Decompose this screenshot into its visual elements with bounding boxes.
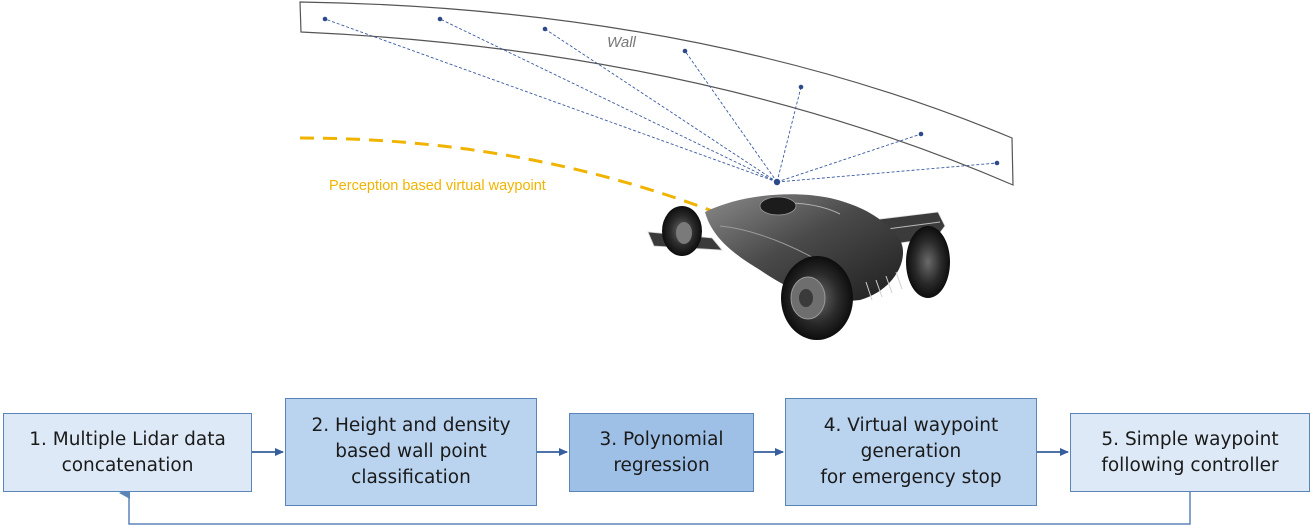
- wall-point: [994, 160, 1000, 166]
- step-4-virtual-waypoint-generation: 4. Virtual waypoint generation for emerg…: [785, 398, 1037, 506]
- wall-point: [682, 48, 688, 54]
- lidar-ray: [439, 18, 778, 183]
- step-5-label: 5. Simple waypoint following controller: [1101, 428, 1279, 476]
- lidar-ray: [324, 18, 778, 183]
- wall-point: [542, 26, 548, 32]
- lidar-ray: [544, 28, 778, 183]
- lidar-origin-point: [773, 178, 781, 186]
- step-3-label: 3. Polynomial regression: [599, 428, 724, 476]
- virtual-waypoint-path: [299, 136, 716, 214]
- step-1-lidar-concatenation: 1. Multiple Lidar data concatenation: [3, 413, 252, 492]
- path-label: Perception based virtual waypoint: [329, 178, 546, 194]
- lidar-ray: [776, 86, 802, 183]
- lidar-ray: [684, 50, 778, 183]
- lidar-rays: [324, 18, 998, 183]
- wall-label: Wall: [607, 34, 637, 51]
- step-2-label: 2. Height and density based wall point c…: [311, 415, 511, 488]
- wall-band: [299, 1, 1014, 186]
- feedback-arrow: [119, 487, 1191, 525]
- wall-point: [322, 16, 328, 22]
- wall-points: [322, 16, 1000, 166]
- lidar-ray: [776, 162, 998, 183]
- wall-point: [437, 16, 443, 22]
- step-4-label: 4. Virtual waypoint generation for emerg…: [820, 415, 1002, 488]
- step-2-wall-point-classification: 2. Height and density based wall point c…: [285, 398, 537, 506]
- wall-point: [798, 84, 804, 90]
- lidar-ray: [776, 133, 922, 183]
- wall-point: [918, 131, 924, 137]
- step-1-label: 1. Multiple Lidar data concatenation: [29, 428, 226, 476]
- step-5-waypoint-controller: 5. Simple waypoint following controller: [1070, 413, 1310, 492]
- step-3-polynomial-regression: 3. Polynomial regression: [569, 413, 754, 492]
- race-car-image: [647, 194, 950, 340]
